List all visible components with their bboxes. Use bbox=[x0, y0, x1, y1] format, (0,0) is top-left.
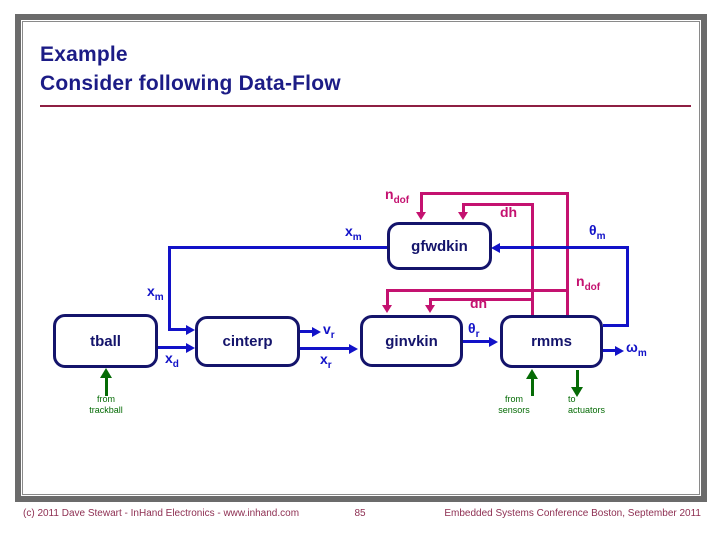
annotation-from-sensors: from sensors bbox=[498, 394, 530, 415]
label-xm-cinterp: xm bbox=[147, 283, 164, 303]
arrowhead-theta-r-rmms bbox=[489, 337, 498, 347]
edge-dh-vertical bbox=[531, 203, 534, 315]
annotation-from-trackball: from trackball bbox=[89, 394, 123, 415]
edge-dh-drop-ginvkin bbox=[429, 298, 432, 306]
title-line-1: Example bbox=[40, 43, 128, 66]
edge-omega-m bbox=[603, 349, 616, 352]
edge-xm-horizontal bbox=[168, 246, 387, 249]
arrowhead-from-sensors bbox=[526, 369, 538, 379]
arrowhead-xd-cinterp bbox=[186, 343, 195, 353]
edge-dh-top bbox=[462, 203, 534, 206]
box-tball: tball bbox=[53, 314, 158, 368]
edge-ndof-top bbox=[420, 192, 569, 195]
title-line-2: Consider following Data-Flow bbox=[40, 72, 341, 95]
edge-ndof-vertical bbox=[566, 192, 569, 315]
edge-theta-r bbox=[463, 340, 490, 343]
edge-from-sensors bbox=[531, 378, 534, 396]
edge-vr bbox=[300, 330, 313, 333]
slide-title: Example Consider following Data-Flow bbox=[40, 40, 341, 98]
arrowhead-to-actuators bbox=[571, 387, 583, 397]
edge-ndof-drop-gfwdkin bbox=[420, 192, 423, 213]
box-gfwdkin: gfwdkin bbox=[387, 222, 492, 270]
label-vr: vr bbox=[323, 321, 335, 341]
edge-theta-m-from-rmms bbox=[603, 324, 629, 327]
label-ndof-mid: ndof bbox=[576, 273, 601, 293]
label-omega-m: ωm bbox=[626, 339, 647, 359]
edge-xm-into-cinterp bbox=[168, 328, 188, 331]
slide-frame bbox=[15, 14, 707, 502]
annotation-to-actuators: to actuators bbox=[568, 394, 606, 415]
footer-page-number: 85 bbox=[354, 508, 366, 519]
arrowhead-dh-gfwdkin bbox=[458, 212, 468, 220]
box-rmms-label: rmms bbox=[531, 333, 572, 350]
label-dh-top: dh bbox=[500, 204, 518, 220]
label-dh-mid: dh bbox=[470, 295, 488, 311]
footer-copyright: (c) 2011 Dave Stewart - InHand Electroni… bbox=[23, 508, 300, 519]
label-xr: xr bbox=[320, 351, 332, 371]
label-theta-m: θm bbox=[589, 222, 606, 242]
edge-theta-m-vertical bbox=[626, 246, 629, 327]
edge-dh-branch bbox=[429, 298, 534, 301]
edge-theta-m-horizontal bbox=[500, 246, 629, 249]
edge-to-actuators bbox=[576, 370, 579, 388]
edge-xr bbox=[300, 347, 350, 350]
arrowhead-theta-m-gfwdkin bbox=[491, 243, 500, 253]
arrowhead-xr-ginvkin bbox=[349, 344, 358, 354]
edge-ndof-drop-ginvkin bbox=[386, 289, 389, 306]
box-tball-label: tball bbox=[90, 332, 121, 350]
box-cinterp-label: cinterp bbox=[222, 333, 273, 350]
arrowhead-ndof-gfwdkin bbox=[416, 212, 426, 220]
arrowhead-from-trackball bbox=[100, 368, 112, 378]
edge-xm-vertical bbox=[168, 246, 171, 328]
box-gfwdkin-label: gfwdkin bbox=[411, 237, 468, 255]
label-xm-gfwdkin: xm bbox=[345, 223, 362, 243]
title-underline bbox=[40, 105, 691, 107]
label-xd: xd bbox=[165, 350, 179, 370]
arrowhead-xm-cinterp bbox=[186, 325, 195, 335]
arrowhead-omega-m bbox=[615, 346, 624, 356]
edge-ndof-branch bbox=[386, 289, 569, 292]
label-ndof-top: ndof bbox=[385, 186, 410, 206]
arrowhead-dh-ginvkin bbox=[425, 305, 435, 313]
arrowhead-vr bbox=[312, 327, 321, 337]
footer-conference: Embedded Systems Conference Boston, Sept… bbox=[444, 508, 701, 519]
edge-xd bbox=[158, 346, 187, 349]
box-cinterp: cinterp bbox=[195, 316, 300, 367]
box-ginvkin: ginvkin bbox=[360, 315, 463, 367]
edge-dh-drop-gfwdkin bbox=[462, 203, 465, 213]
slide-inner-border bbox=[22, 21, 700, 495]
arrowhead-ndof-ginvkin bbox=[382, 305, 392, 313]
box-rmms: rmms bbox=[500, 315, 603, 368]
box-ginvkin-label: ginvkin bbox=[385, 332, 438, 350]
edge-from-trackball bbox=[105, 377, 108, 396]
label-theta-r: θr bbox=[468, 320, 480, 340]
